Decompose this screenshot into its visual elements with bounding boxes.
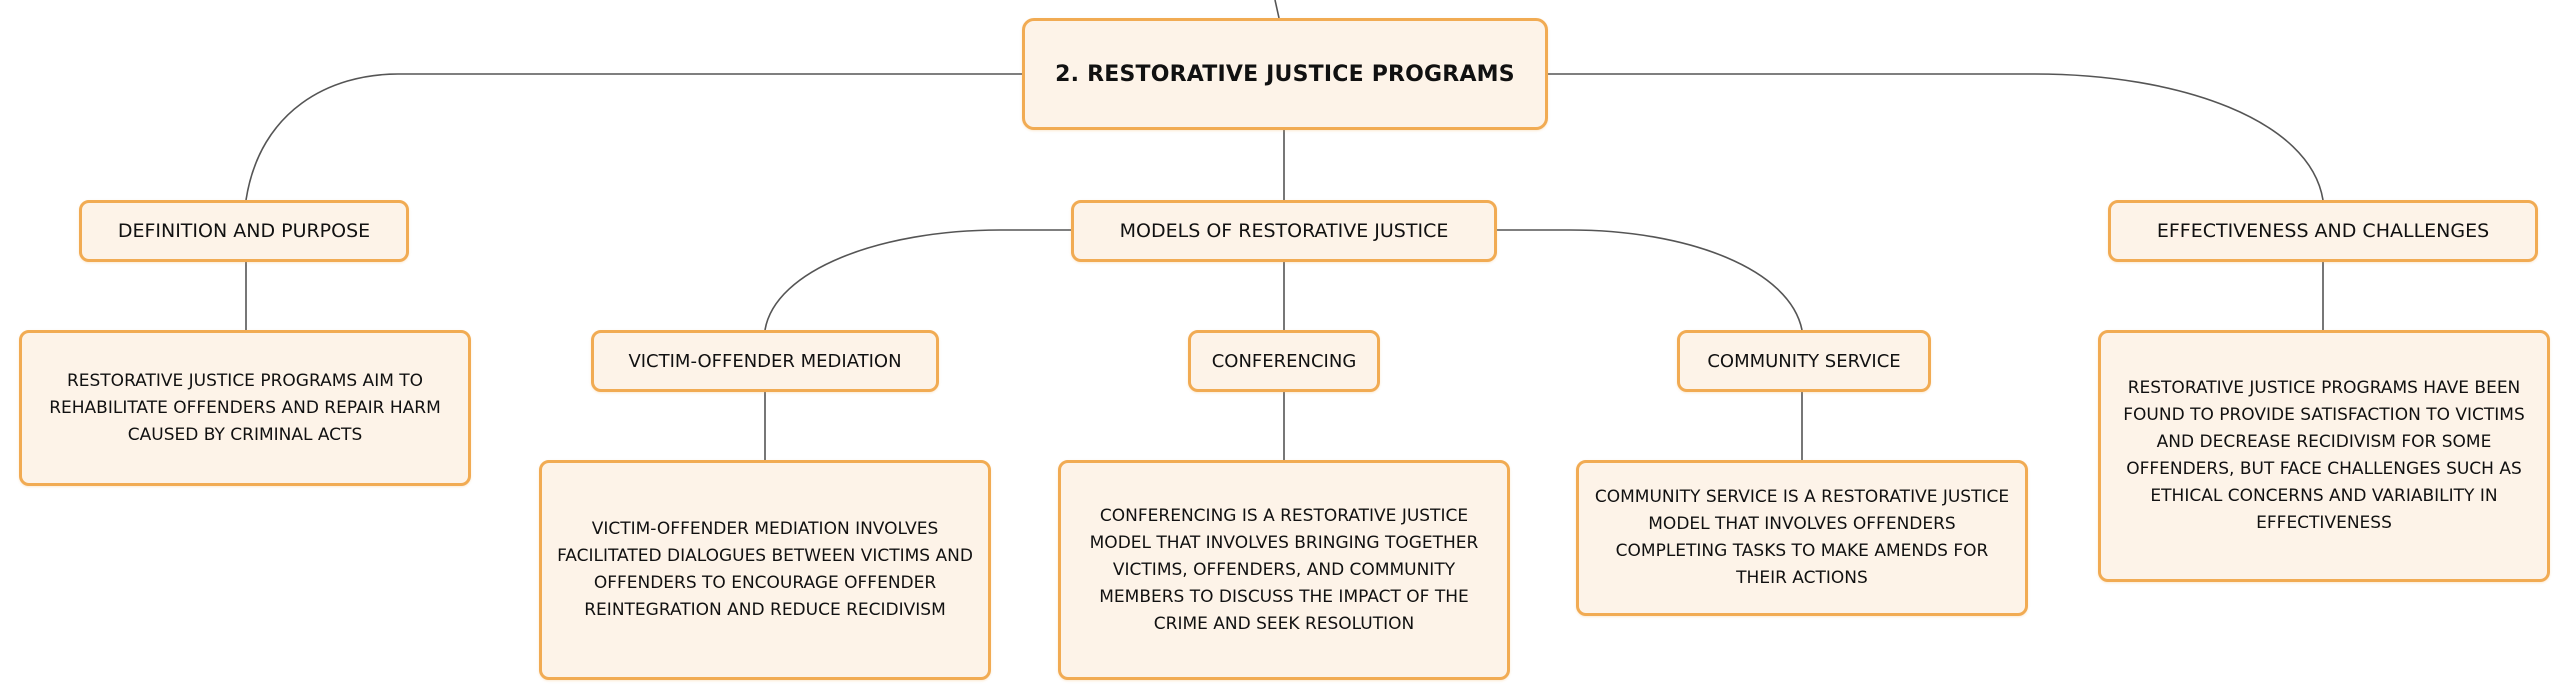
topic-node-effectiveness-and-challenges[interactable]: EFFECTIVENESS AND CHALLENGES [2108,200,2538,262]
detail-node-definition-and-purpose[interactable]: RESTORATIVE JUSTICE PROGRAMS AIM TO REHA… [19,330,471,486]
topic-node-definition-and-purpose[interactable]: DEFINITION AND PURPOSE [79,200,409,262]
detail-node-conferencing[interactable]: CONFERENCING IS A RESTORATIVE JUSTICE MO… [1058,460,1510,680]
connector-root-to-effectiveness [1548,73,2324,201]
topic-node-label: EFFECTIVENESS AND CHALLENGES [2156,220,2490,242]
detail-node-community-service[interactable]: COMMUNITY SERVICE IS A RESTORATIVE JUSTI… [1576,460,2028,616]
connector-root-to-definition [245,73,1022,201]
detail-node-effectiveness-and-challenges[interactable]: RESTORATIVE JUSTICE PROGRAMS HAVE BEEN F… [2098,330,2550,582]
connector-parent-to-root [1274,0,1280,19]
root-node[interactable]: 2. RESTORATIVE JUSTICE PROGRAMS [1022,18,1548,130]
subtopic-node-community-service[interactable]: COMMUNITY SERVICE [1677,330,1931,392]
connector-models-to-community [1497,229,1803,331]
topic-node-models-of-restorative-justice[interactable]: MODELS OF RESTORATIVE JUSTICE [1071,200,1497,262]
topic-node-label: MODELS OF RESTORATIVE JUSTICE [1119,220,1449,242]
subtopic-node-label: COMMUNITY SERVICE [1707,350,1901,372]
topic-node-label: DEFINITION AND PURPOSE [117,220,371,242]
detail-node-text: RESTORATIVE JUSTICE PROGRAMS AIM TO REHA… [49,370,441,445]
subtopic-node-label: VICTIM-OFFENDER MEDIATION [628,350,902,372]
connector-models-to-mediation [764,229,1071,331]
subtopic-node-label: CONFERENCING [1211,350,1357,372]
detail-node-text: RESTORATIVE JUSTICE PROGRAMS HAVE BEEN F… [2123,378,2525,533]
detail-node-text: CONFERENCING IS A RESTORATIVE JUSTICE MO… [1089,505,1479,634]
detail-node-victim-offender-mediation[interactable]: VICTIM-OFFENDER MEDIATION INVOLVES FACIL… [539,460,991,680]
detail-node-text: VICTIM-OFFENDER MEDIATION INVOLVES FACIL… [557,519,973,620]
detail-node-text: COMMUNITY SERVICE IS A RESTORATIVE JUSTI… [1594,487,2010,588]
root-node-label: 2. RESTORATIVE JUSTICE PROGRAMS [1055,61,1515,87]
subtopic-node-conferencing[interactable]: CONFERENCING [1188,330,1380,392]
subtopic-node-victim-offender-mediation[interactable]: VICTIM-OFFENDER MEDIATION [591,330,939,392]
